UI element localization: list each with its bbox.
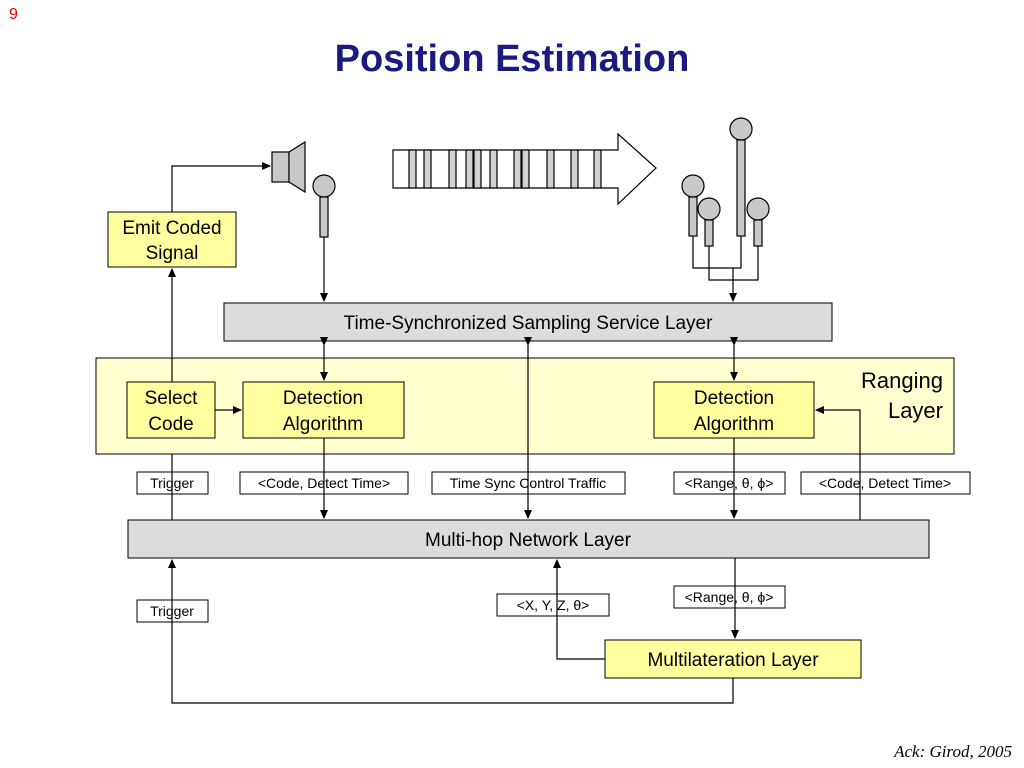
microphone-array-icon: [681, 117, 770, 247]
sampling-layer-bar: [223, 302, 833, 342]
select-code-label: Select: [145, 388, 199, 409]
range-lower-tag: <Range, θ, ϕ>: [673, 585, 786, 609]
ranging-layer-label-line2: Layer: [888, 398, 943, 423]
range-upper-tag: <Range, θ, ϕ>: [673, 471, 786, 495]
sampling-layer-label: Time-Synchronized Sampling Service Layer: [344, 313, 714, 334]
select-code-box: [126, 381, 216, 439]
detection-right-label-line2: Algorithm: [694, 414, 774, 435]
coded-signal-arrow-icon: [392, 132, 657, 206]
emit-coded-signal-box: [107, 211, 237, 268]
xyz-tag: <X, Y, Z, θ>: [496, 593, 610, 617]
xyz-label: <X, Y, Z, θ>: [517, 597, 590, 613]
code-detect-right-label: <Code, Detect Time>: [819, 475, 951, 491]
detection-left-label: Detection: [283, 388, 363, 409]
code-detect-right-tag: <Code, Detect Time>: [800, 471, 971, 495]
multilateration-label: Multilateration Layer: [647, 650, 819, 671]
connectors: [168, 162, 861, 704]
emit-coded-signal-label: Emit Coded: [122, 218, 221, 239]
speaker-icon: [271, 140, 306, 194]
network-layer-bar: [127, 519, 930, 559]
detection-left-label-line2: Algorithm: [283, 414, 363, 435]
detection-algorithm-right-box: [653, 381, 815, 439]
detection-algorithm-left-box: [242, 381, 405, 439]
ranging-layer-label: Ranging: [861, 368, 943, 393]
slide-number: 9: [9, 6, 18, 23]
range-upper-label: <Range, θ, ϕ>: [685, 475, 774, 491]
network-layer-label: Multi-hop Network Layer: [425, 530, 632, 551]
acknowledgment: Ack: Girod, 2005: [894, 742, 1012, 761]
microphone-icon: [312, 174, 336, 238]
page-title: Position Estimation: [334, 38, 690, 80]
range-lower-label: <Range, θ, ϕ>: [685, 589, 774, 605]
emit-coded-signal-label-line2: Signal: [146, 243, 199, 264]
detection-right-label: Detection: [694, 388, 774, 409]
ranging-layer-panel: [95, 357, 955, 455]
select-code-label-line2: Code: [148, 414, 193, 435]
